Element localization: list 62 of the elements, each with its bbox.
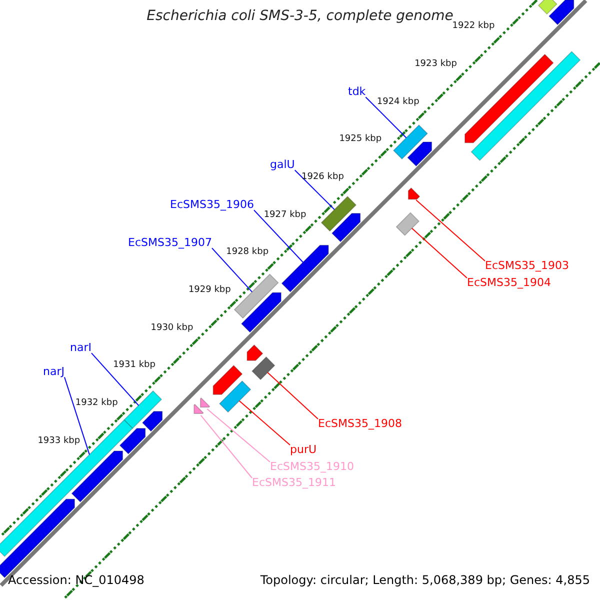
scale-label: 1923 kbp <box>414 60 457 70</box>
map-title: Escherichia coli SMS-3-5, complete genome <box>146 8 454 24</box>
gene-feature <box>281 244 329 292</box>
scale-label: 1924 kbp <box>376 98 420 108</box>
gene-feature <box>71 450 124 502</box>
gene-label: EcSMS35_1906 <box>170 199 254 212</box>
leader-line <box>365 96 407 138</box>
gene-feature <box>396 212 420 236</box>
gene-label: EcSMS35_1903 <box>485 260 569 272</box>
leader-line <box>200 414 252 478</box>
gene-label: EcSMS35_1908 <box>318 418 402 430</box>
gene-label: EcSMS35_1904 <box>467 277 551 290</box>
gene-feature <box>124 390 162 429</box>
gene-feature <box>392 124 428 160</box>
gene-feature <box>234 274 279 319</box>
genome-summary-text: Topology: circular; Length: 5,068,389 bp; Genes: 4,855 <box>260 574 590 588</box>
gene-feature <box>240 292 282 333</box>
scale-label: 1926 kbp <box>302 173 344 183</box>
gene-feature <box>246 344 264 361</box>
accession-text: Accession: NC_010498 <box>8 574 144 588</box>
leader-line <box>411 228 468 278</box>
gene-feature <box>218 380 252 413</box>
leader-line <box>206 408 270 462</box>
gene-label: EcSMS35_1910 <box>270 461 354 474</box>
gene-label: tdk <box>348 86 366 98</box>
gene-feature <box>194 404 204 414</box>
leader-line <box>90 352 140 406</box>
gene-label: narJ <box>43 366 64 378</box>
gene-feature <box>212 364 243 395</box>
gene-feature <box>320 196 357 232</box>
leader-line <box>238 400 290 446</box>
leader-line <box>416 200 486 262</box>
gene-feature <box>470 50 581 161</box>
scale-label: 1927 kbp <box>264 210 306 221</box>
scale-label: 1928 kbp <box>226 248 269 258</box>
leader-line <box>211 248 253 292</box>
gene-feature <box>408 187 420 200</box>
gene-label: purU <box>290 444 317 456</box>
leader-line <box>64 376 90 456</box>
gene-label: EcSMS35_1907 <box>128 237 212 250</box>
leader-line <box>294 170 335 210</box>
scale-label: 1929 kbp <box>188 286 231 296</box>
leader-line <box>253 210 304 263</box>
gene-feature <box>464 54 554 144</box>
gene-feature <box>331 213 361 242</box>
gene-label: EcSMS35_1911 <box>252 477 336 490</box>
gene-feature <box>538 0 558 15</box>
scale-label: 1933 kbp <box>38 436 80 447</box>
scale-label: 1932 kbp <box>75 399 118 410</box>
scale-label: 1931 kbp <box>113 361 156 372</box>
gene-feature <box>200 397 210 408</box>
scale-label: 1922 kbp <box>452 22 495 32</box>
gene-feature <box>0 419 134 557</box>
scale-label: 1930 kbp <box>150 324 194 334</box>
gene-label: galU <box>270 159 295 172</box>
leader-line <box>267 372 318 420</box>
gene-feature <box>142 411 163 432</box>
gene-label: narI <box>70 342 92 354</box>
scale-label: 1925 kbp <box>339 135 382 146</box>
gene-feature <box>252 356 276 380</box>
gene-feature <box>407 142 432 167</box>
gene-feature <box>548 0 574 26</box>
